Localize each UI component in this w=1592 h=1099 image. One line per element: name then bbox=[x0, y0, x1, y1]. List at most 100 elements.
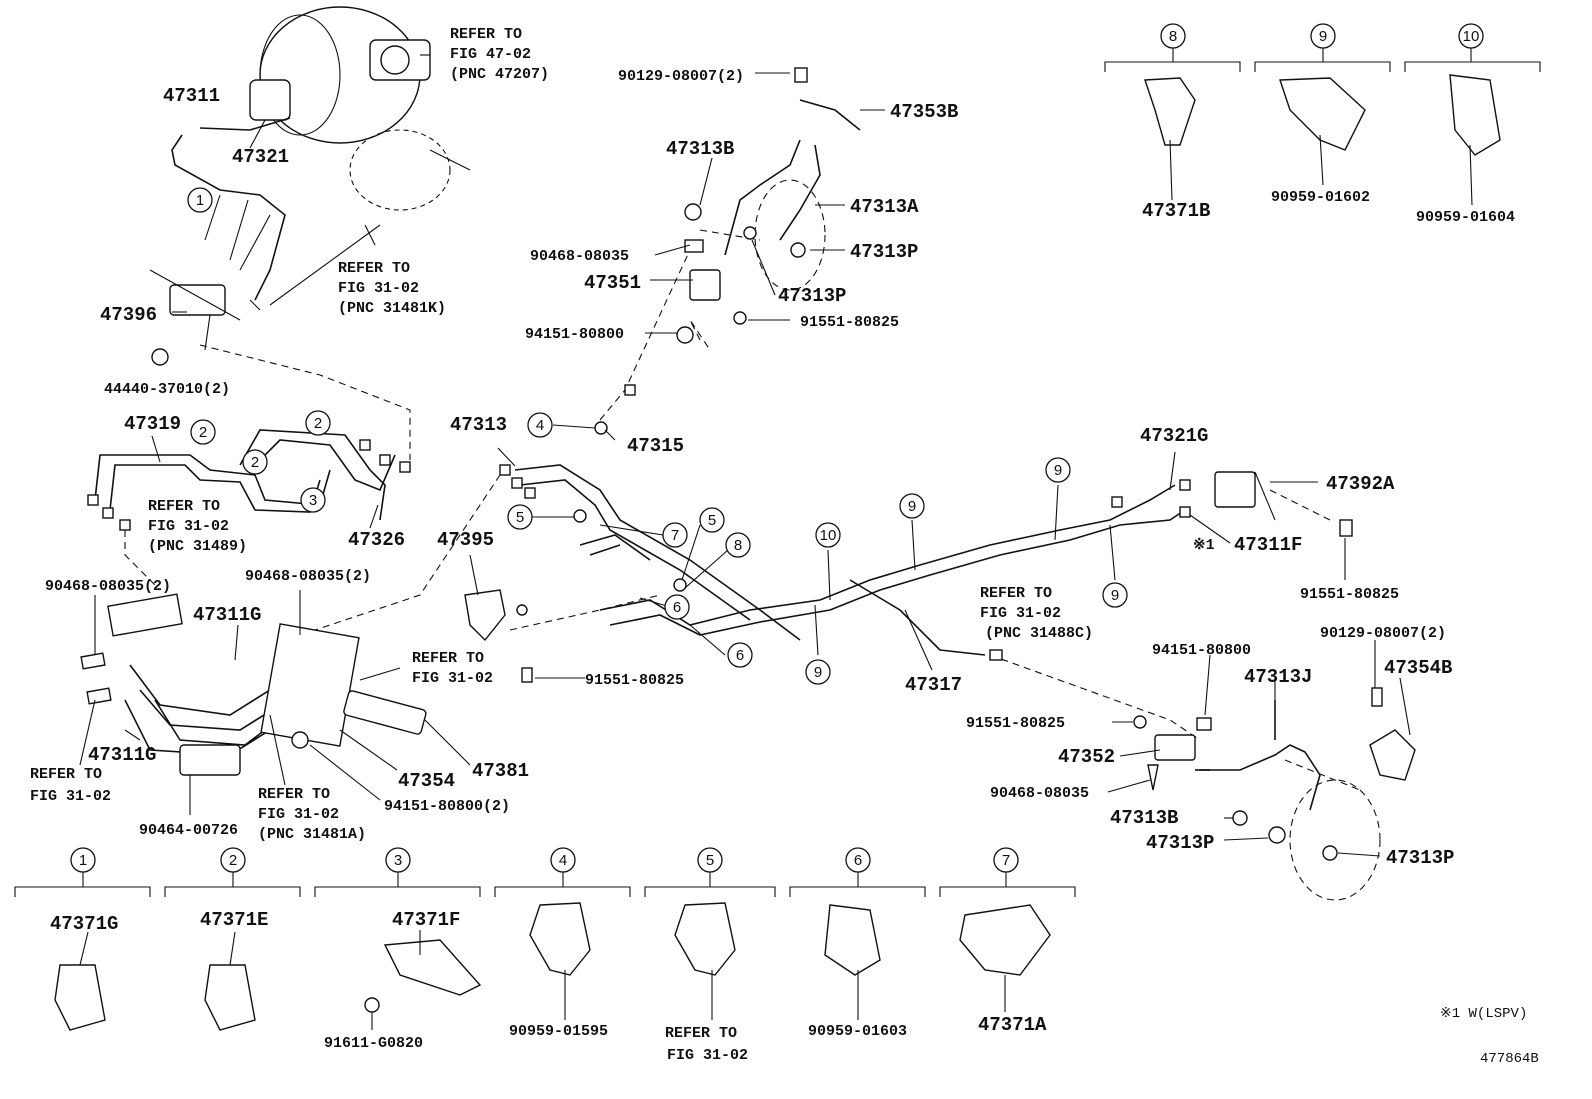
callout-number: 9 bbox=[1054, 462, 1062, 479]
callout-number: 2 bbox=[251, 454, 259, 471]
main-brake-lines bbox=[499, 384, 1191, 661]
callout-circle bbox=[805, 659, 831, 685]
part-label: 90468-08035(2) bbox=[245, 568, 371, 585]
part-label: 90959-01603 bbox=[808, 1023, 907, 1040]
refer-label: REFER TO bbox=[148, 498, 220, 515]
callout-circle bbox=[550, 847, 576, 873]
part-label: 47313B bbox=[1110, 807, 1178, 829]
part-label: 47311G bbox=[193, 604, 261, 626]
part-label: 47352 bbox=[1058, 746, 1115, 768]
part-label: 91551-80825 bbox=[800, 314, 899, 331]
part-label: 47371F bbox=[392, 909, 460, 931]
refer-label: REFER TO bbox=[338, 260, 410, 277]
part-label: 47395 bbox=[437, 529, 494, 551]
refer-label: (PNC 47207) bbox=[450, 66, 549, 83]
callout-number: 7 bbox=[671, 527, 679, 544]
refer-label: REFER TO bbox=[30, 766, 102, 783]
part-label: 91611-G0820 bbox=[324, 1035, 423, 1052]
refer-label: (PNC 31488C) bbox=[985, 625, 1093, 642]
callout-number: 9 bbox=[1111, 587, 1119, 604]
part-label: 47354B bbox=[1384, 657, 1452, 679]
part-label: 47371B bbox=[1142, 200, 1210, 222]
legend-group-number: 9 bbox=[1319, 28, 1327, 45]
part-label: 47315 bbox=[627, 435, 684, 457]
legend-group-number: 3 bbox=[394, 852, 402, 869]
part-label: 94151-80800(2) bbox=[384, 798, 510, 815]
callout-circle bbox=[727, 642, 753, 668]
footnote-marker: ※1 bbox=[1193, 537, 1215, 554]
part-label: 91551-80825 bbox=[1300, 586, 1399, 603]
callout-circle bbox=[1310, 23, 1336, 49]
legend-group-number: 8 bbox=[1169, 28, 1177, 45]
part-label: 90129-08007(2) bbox=[1320, 625, 1446, 642]
part-label: 47371E bbox=[200, 909, 268, 931]
callout-circle bbox=[190, 419, 216, 445]
part-label: 91551-80825 bbox=[966, 715, 1065, 732]
figure-id: 477864B bbox=[1480, 1051, 1539, 1067]
part-label: 47313J bbox=[1244, 666, 1312, 688]
refer-label: (PNC 31481A) bbox=[258, 826, 366, 843]
legend-group-number: 6 bbox=[854, 852, 862, 869]
legend-group-number: 4 bbox=[559, 852, 567, 869]
callout-circle bbox=[1458, 23, 1484, 49]
refer-label: (PNC 31489) bbox=[148, 538, 247, 555]
rear-right-hose bbox=[1133, 687, 1416, 861]
refer-label: REFER TO bbox=[412, 650, 484, 667]
upper-right-hose bbox=[676, 67, 861, 344]
callout-circle bbox=[664, 594, 690, 620]
callout-circle bbox=[507, 504, 533, 530]
refer-label: REFER TO bbox=[258, 786, 330, 803]
part-label: 90959-01604 bbox=[1416, 209, 1515, 226]
callout-circle bbox=[699, 507, 725, 533]
callout-circle bbox=[845, 847, 871, 873]
connector-block-47311g bbox=[80, 593, 427, 776]
refer-label: FIG 31-02 bbox=[980, 605, 1061, 622]
front-brake-lines bbox=[171, 117, 381, 311]
refer-label: REFER TO bbox=[665, 1025, 737, 1042]
legend-group-number: 2 bbox=[229, 852, 237, 869]
callout-number: 9 bbox=[814, 664, 822, 681]
legend-group-number: 10 bbox=[1463, 28, 1480, 45]
bracket-47395 bbox=[464, 589, 533, 683]
callout-circle bbox=[662, 522, 688, 548]
callout-circle bbox=[725, 532, 751, 558]
callout-number: 5 bbox=[708, 512, 716, 529]
callout-number: 8 bbox=[734, 537, 742, 554]
callout-number: 6 bbox=[673, 599, 681, 616]
callout-circle bbox=[815, 522, 841, 548]
part-label: 90959-01602 bbox=[1271, 189, 1370, 206]
part-label: 47311G bbox=[88, 744, 156, 766]
callout-circle bbox=[220, 847, 246, 873]
part-label: 47311 bbox=[163, 85, 220, 107]
part-label: 47353B bbox=[890, 101, 958, 123]
part-label: 91551-80825 bbox=[585, 672, 684, 689]
callout-circle bbox=[993, 847, 1019, 873]
callout-circle bbox=[242, 449, 268, 475]
part-label: 90468-08035 bbox=[990, 785, 1089, 802]
callout-number: 4 bbox=[536, 417, 544, 434]
bracket-47392a bbox=[1214, 471, 1353, 537]
part-label: 47313P bbox=[850, 241, 918, 263]
part-label: 47311F bbox=[1234, 534, 1302, 556]
part-label: 44440-37010(2) bbox=[104, 381, 230, 398]
part-label: 47392A bbox=[1326, 473, 1395, 495]
callout-number: 9 bbox=[908, 498, 916, 515]
refer-label: FIG 31-02 bbox=[258, 806, 339, 823]
legend-group-number: 1 bbox=[79, 852, 87, 869]
part-label: 47396 bbox=[100, 304, 157, 326]
refer-label: (PNC 31481K) bbox=[338, 300, 446, 317]
callout-number: 2 bbox=[314, 415, 322, 432]
legend-clip-parts bbox=[54, 74, 1501, 1031]
part-label: 94151-80800 bbox=[1152, 642, 1251, 659]
legend-group-number: 7 bbox=[1002, 852, 1010, 869]
refer-label: FIG 31-02 bbox=[667, 1047, 748, 1064]
part-label: 47351 bbox=[584, 272, 641, 294]
callout-circle bbox=[527, 412, 553, 438]
part-label: 47319 bbox=[124, 413, 181, 435]
callout-number: 3 bbox=[309, 492, 317, 509]
callout-number: 5 bbox=[516, 509, 524, 526]
part-label: 94151-80800 bbox=[525, 326, 624, 343]
callout-number: 1 bbox=[196, 192, 204, 209]
